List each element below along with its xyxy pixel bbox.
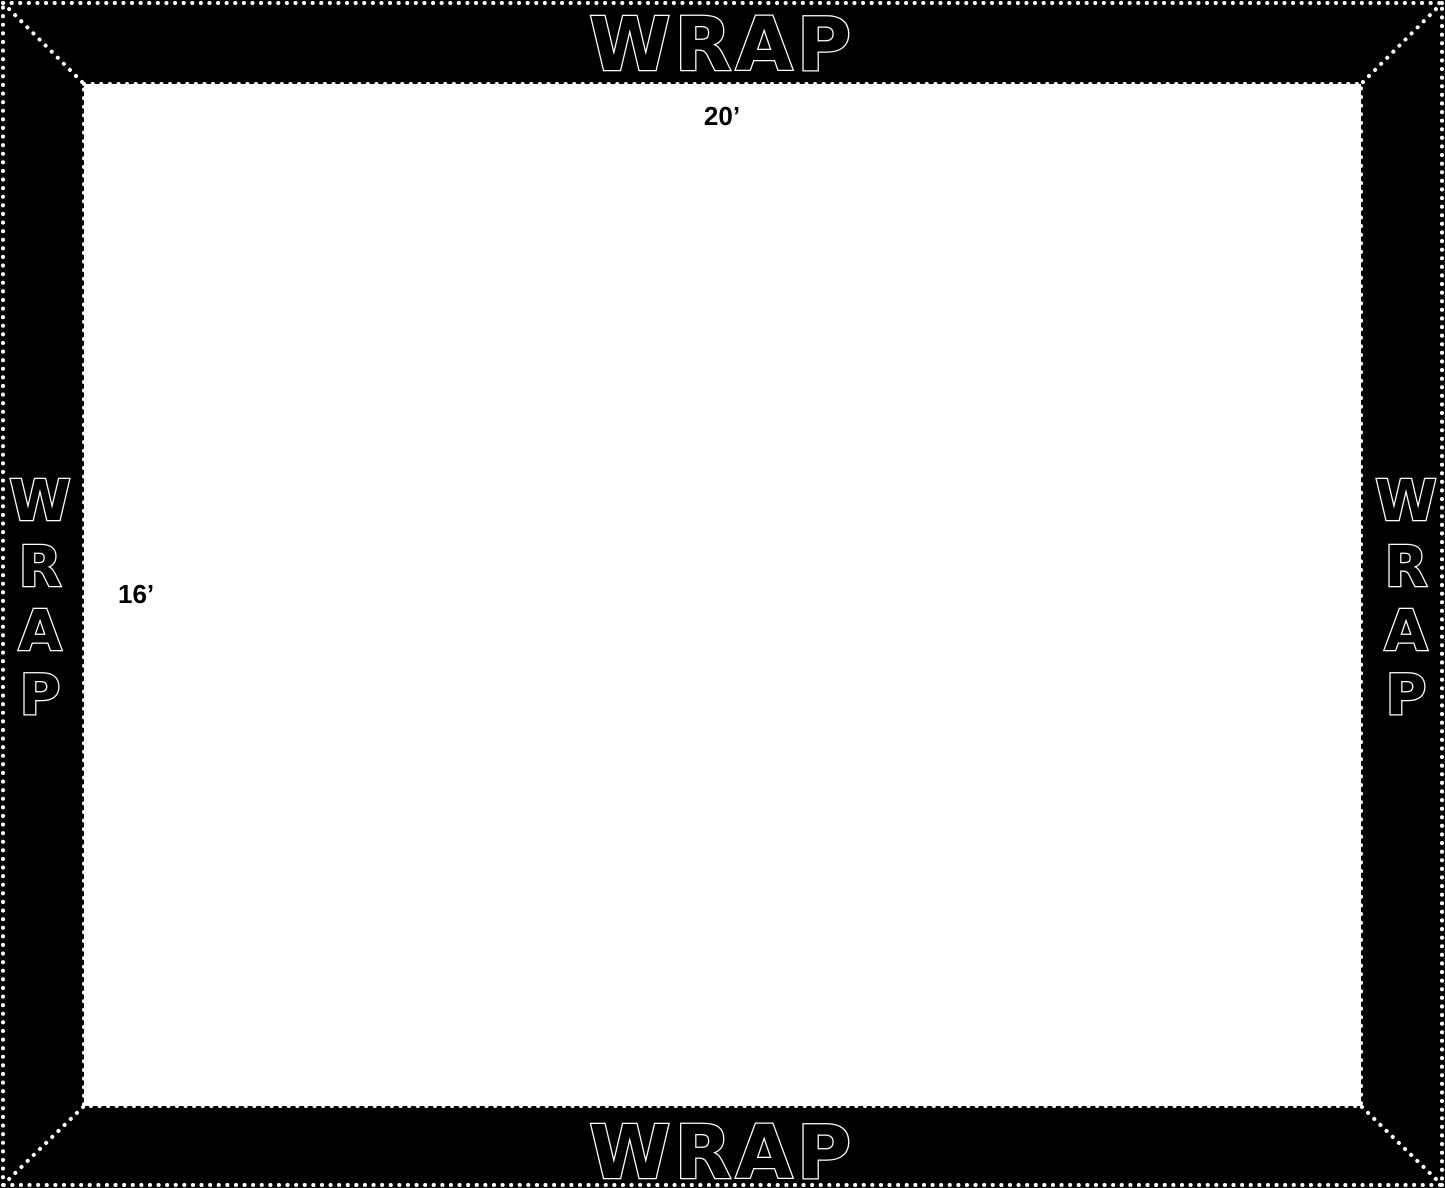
wrap-label-right: W R A P — [1374, 468, 1438, 730]
wrap-label-bottom: WRAP — [589, 1110, 855, 1188]
corner-stitch-bottom-right — [1359, 1104, 1444, 1187]
corner-stitch-top-right — [1359, 1, 1444, 86]
wrap-letter: A — [18, 599, 62, 664]
wrap-letter: A — [1384, 599, 1428, 664]
corner-stitch-top-left — [1, 1, 86, 86]
wrap-label-left: W R A P — [8, 468, 72, 730]
height-dimension-label: 16’ — [118, 579, 154, 609]
wrap-label-top: WRAP — [589, 2, 855, 88]
width-dimension-label: 20’ — [704, 101, 740, 131]
wrap-letter: W — [9, 469, 71, 534]
wrap-letter: R — [18, 535, 61, 600]
wrap-letter: P — [19, 663, 60, 728]
wrap-letter: W — [1375, 469, 1437, 534]
inner-stitch — [82, 82, 1363, 1108]
corner-stitch-bottom-left — [1, 1104, 86, 1187]
wrap-letter: P — [1385, 663, 1426, 728]
wrap-letter: R — [1384, 535, 1427, 600]
